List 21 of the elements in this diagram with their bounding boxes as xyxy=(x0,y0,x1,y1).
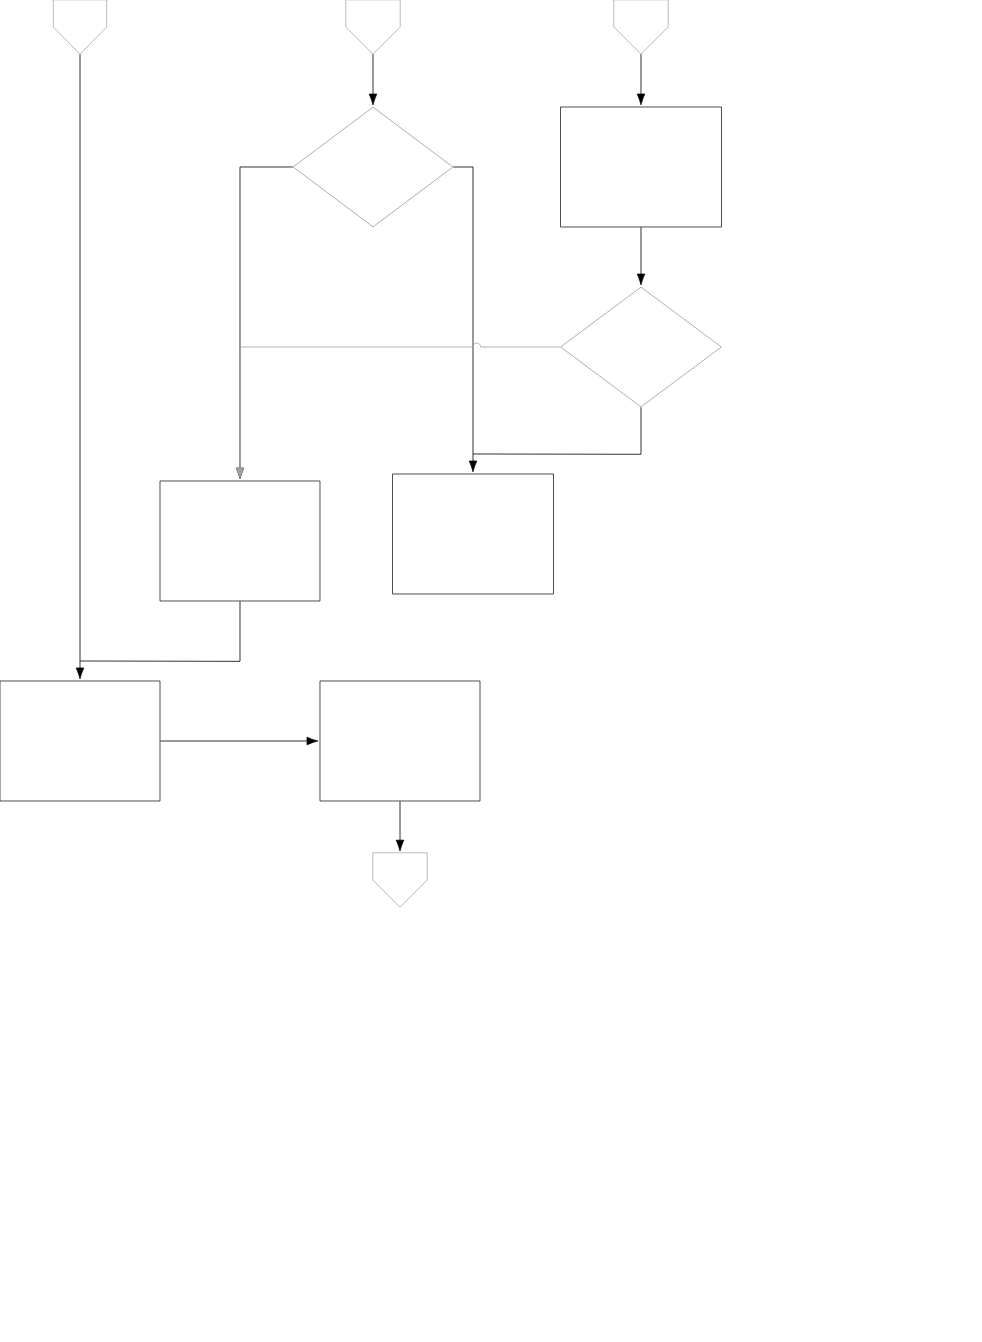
offpage-connector xyxy=(53,0,107,55)
arrow xyxy=(636,226,646,286)
line xyxy=(472,406,642,455)
process-box xyxy=(392,473,554,595)
process-box xyxy=(159,480,321,602)
arrow xyxy=(395,800,405,852)
arrow xyxy=(159,736,319,746)
arrow xyxy=(452,166,478,473)
arrow xyxy=(636,53,646,106)
decision-diamond xyxy=(292,106,454,228)
process-box xyxy=(0,680,161,802)
offpage-connector xyxy=(613,0,669,55)
line xyxy=(79,600,241,662)
arrow xyxy=(235,342,561,480)
decision-diamond xyxy=(560,286,722,408)
process-box xyxy=(319,680,481,802)
offpage-connector xyxy=(345,0,401,55)
arrow xyxy=(75,53,85,680)
arrow xyxy=(368,53,378,106)
process-box xyxy=(560,106,722,228)
offpage-connector xyxy=(372,852,428,908)
